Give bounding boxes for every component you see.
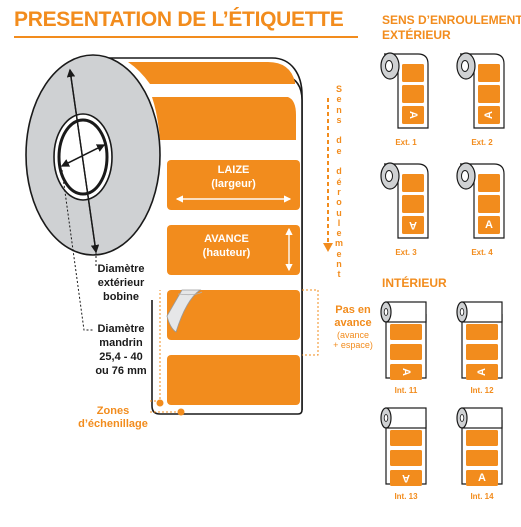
sens-letter: e [336,228,342,239]
roll-label-second [152,97,296,140]
sens-letter: s [336,114,342,125]
page-title: PRESENTATION DE L’ÉTIQUETTE [14,8,344,31]
laize-label: LAIZE (largeur) [167,163,300,191]
exterieur-heading: SENS D’ENROULEMENT EXTÉRIEUR [382,13,521,42]
label-avance [167,225,300,275]
pas-en-avance-label: Pas en avance (avance + espace) [333,304,373,350]
label-pas [167,290,300,340]
sens-letter: l [337,217,341,228]
laize-title: LAIZE [217,164,250,176]
roll-label-top [128,62,295,84]
sens-letter [332,156,346,166]
sens-letter: r [337,186,341,197]
sens-letter: o [336,197,342,208]
sens-letter: n [336,104,342,115]
peel-corner [166,289,202,333]
label-laize [167,160,300,210]
avance-subtitle: (hauteur) [202,247,251,259]
interieur-heading: INTÉRIEUR [382,276,447,290]
sens-letter: e [336,145,342,156]
sens-letter: m [334,238,343,249]
diametre-mandrin-label: Diamètre mandrin 25,4 - 40 ou 76 mm [95,323,147,377]
sens-letter: d [336,135,342,146]
title-underline [14,36,358,38]
sens-letter: e [336,94,342,105]
avance-label: AVANCE (hauteur) [160,232,293,260]
sens-letter: é [336,176,342,187]
diametre-exterieur-label: Diamètre extérieur bobine [97,263,145,303]
sens-letter: n [336,259,342,270]
sens-letter: e [336,248,342,259]
roll-top-edge [91,57,303,410]
sens-letter [332,125,346,135]
sens-letter: d [336,166,342,177]
label-bottom [167,355,300,405]
zones-echenillage-label: Zones d’échenillage [78,405,148,430]
laize-subtitle: (largeur) [211,178,256,190]
sens-letter: S [335,84,342,94]
sens-letter: u [336,207,342,218]
avance-title: AVANCE [204,233,249,245]
sens-letter: t [337,269,341,280]
